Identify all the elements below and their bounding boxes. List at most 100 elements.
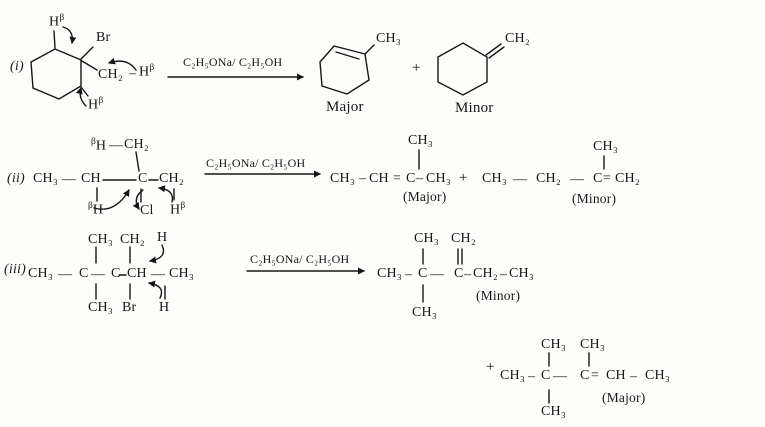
r3-p1-bottom-ch3: CH₃: [412, 305, 437, 320]
r3-p1-top-ch2: CH₂: [451, 231, 476, 246]
r3-p1-dash4: –: [500, 267, 508, 282]
r3-p2-top-ch3a: CH₃: [541, 337, 566, 352]
r3-top-ch2: CH₂: [120, 232, 145, 247]
r2-p1-dash2: –: [416, 171, 424, 186]
r3-curved-arrow-top: [149, 244, 165, 264]
r1-product1-ring: [319, 45, 370, 95]
r2-p1-ch: CH: [369, 171, 389, 186]
r2-p1-c: C: [406, 171, 416, 186]
r3-dash2: —: [91, 267, 106, 282]
r3-c1: C: [79, 266, 89, 281]
r2-central-c: C: [138, 171, 148, 186]
r3-product1-tag: (Minor): [476, 288, 521, 303]
r1-beta-h-top: Hβ: [49, 13, 65, 30]
r2-p2-dash1: —: [513, 172, 528, 187]
r1-product2-tag: Minor: [455, 100, 494, 116]
r3-p1-c1: C: [418, 266, 428, 281]
r1-product1-double-bond: [335, 51, 360, 60]
r1-beta-h-bottom: Hβ: [88, 96, 104, 113]
r3-p1-dash1: –: [405, 267, 413, 282]
r2-top-bond-dash: —: [109, 138, 124, 153]
r3-dash1: —: [58, 267, 73, 282]
r2-p2-ch2b: CH₂: [615, 171, 640, 186]
r1-product1-tag: Major: [326, 99, 364, 115]
r2-p1-dash1: –: [359, 171, 367, 186]
r2-bonds: [96, 151, 175, 203]
r3-product2-bonds: [548, 352, 590, 404]
r1-bromine-label: Br: [96, 30, 111, 45]
r2-reagent: C₂H₅ONa/ C₂H₅OH: [206, 156, 306, 170]
r1-curved-arrow-bottom: [75, 87, 87, 107]
r3-p2-c1: C: [541, 368, 551, 383]
r2-ch3: CH₃: [33, 171, 58, 186]
r2-p2-c: C: [593, 171, 603, 186]
r1-substituent-bonds: [53, 30, 98, 97]
r1-label: (i): [10, 59, 24, 74]
r2-label: (ii): [7, 171, 25, 186]
r3-p2-dash2: —: [553, 369, 568, 384]
r1-cyclohexane-ring: [30, 48, 82, 100]
r2-beta-h-right: Hβ: [170, 201, 186, 218]
r3-p1-dash2: —: [430, 267, 445, 282]
r3-curved-arrow-bottom: [148, 280, 163, 299]
r2-p2-top-ch3: CH₃: [593, 139, 618, 154]
r3-reagent: C₂H₅ONa/ C₂H₅OH: [250, 252, 350, 266]
r2-ch: CH: [81, 171, 101, 186]
r1-product2-ring: [437, 42, 488, 96]
r3-p1-ch2: CH₂: [473, 266, 498, 281]
r1-product1-methyl-bond: [364, 44, 375, 55]
r3-p2-dash3: –: [630, 369, 638, 384]
r3-p2-dash1: –: [528, 369, 536, 384]
r3-bottom-h: H: [159, 300, 170, 315]
r2-product-bonds: [418, 149, 605, 170]
r1-product1-methyl: CH₃: [376, 31, 401, 46]
r3-p2-eq: =: [591, 368, 600, 383]
r1-product2-exocyclic-double-bond: [485, 43, 505, 59]
r3-bonds: [95, 246, 166, 300]
r3-ch3a: CH₃: [28, 266, 53, 281]
r3-p2-top-ch3b: CH₃: [580, 337, 605, 352]
r3-plus: +: [486, 359, 495, 375]
r2-p2-dash2: —: [570, 172, 585, 187]
r3-p2-ch3b: CH₃: [645, 368, 670, 383]
r2-curved-arrow-left: [93, 189, 130, 210]
r1-curved-arrow-right: [108, 57, 137, 71]
r3-p1-c2: C: [454, 266, 464, 281]
r2-product1-tag: (Major): [403, 189, 447, 204]
r3-label: (iii): [4, 262, 26, 277]
r3-ch3b: CH₃: [169, 266, 194, 281]
r3-top-h: H: [157, 230, 168, 245]
r3-p2-ch: CH: [606, 368, 626, 383]
r1-bond-dash: –: [129, 66, 137, 81]
r3-p2-ch3a: CH₃: [500, 368, 525, 383]
r2-p2-ch3a: CH₃: [482, 171, 507, 186]
r2-p1-ch3a: CH₃: [330, 171, 355, 186]
r3-top-ch3: CH₃: [88, 232, 113, 247]
r3-p1-dash3: –: [464, 267, 472, 282]
r2-chlorine-label: Cl: [140, 203, 154, 218]
r3-p2-c2: C: [580, 368, 590, 383]
r2-top-ch2: CH₂: [124, 137, 149, 152]
r3-bromine-label: Br: [122, 300, 137, 315]
r1-plus: +: [412, 60, 421, 76]
r1-reagent: C₂H₅ONa/ C₂H₅OH: [183, 55, 283, 69]
r2-plus: +: [459, 170, 468, 186]
r3-c2: C: [111, 266, 121, 281]
r2-p1-eq: =: [393, 171, 402, 186]
r2-dash1: —: [62, 172, 77, 187]
r3-p1-ch3a: CH₃: [377, 266, 402, 281]
r3-product2-tag: (Major): [602, 390, 646, 405]
r1-beta-h-right: Hβ: [139, 63, 155, 80]
r2-curved-arrow-right: [158, 185, 174, 203]
r1-product2-methylene: CH₂: [505, 31, 530, 46]
r3-ch: CH: [127, 266, 147, 281]
r3-bottom-ch3: CH₃: [88, 300, 113, 315]
r2-p1-ch3b: CH₃: [426, 171, 451, 186]
r2-p2-ch2a: CH₂: [536, 171, 561, 186]
r2-curved-arrow-leaving-group: [132, 189, 144, 210]
r2-beta-h-top: βH: [91, 137, 107, 154]
r3-p2-bottom-ch3: CH₃: [541, 404, 566, 419]
r3-p1-top-ch3: CH₃: [414, 231, 439, 246]
